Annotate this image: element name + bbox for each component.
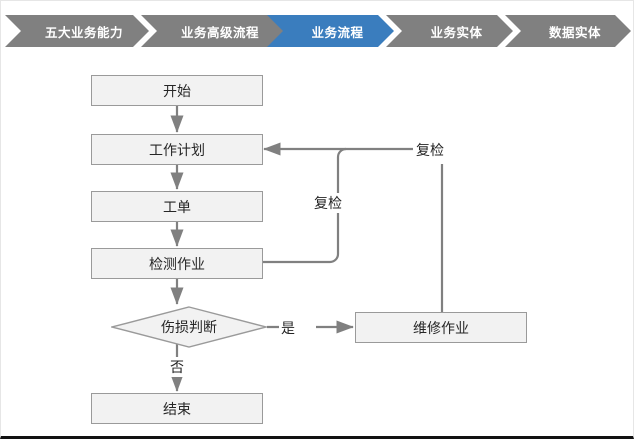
breadcrumb-item-1[interactable]: 五大业务能力 (5, 15, 149, 47)
breadcrumb-item-3[interactable]: 业务流程 (267, 15, 394, 47)
node-label: 伤损判断 (161, 320, 217, 336)
node-work-order[interactable]: 工单 (91, 191, 263, 222)
node-label: 开始 (163, 83, 191, 100)
chevron-shape-icon (386, 15, 513, 47)
breadcrumb-item-5[interactable]: 数据实体 (505, 15, 631, 47)
node-label: 工作计划 (149, 142, 205, 159)
node-inspection-task[interactable]: 检测作业 (91, 248, 263, 279)
node-work-plan[interactable]: 工作计划 (91, 134, 263, 165)
edge-label-recheck-right: 复检 (414, 140, 446, 160)
node-label: 工单 (163, 199, 191, 216)
node-label: 维修作业 (413, 320, 469, 337)
node-label: 检测作业 (149, 256, 205, 273)
chevron-shape-icon (267, 15, 394, 47)
breadcrumb-label: 业务流程 (311, 24, 364, 40)
breadcrumb-label: 五大业务能力 (44, 24, 123, 40)
breadcrumb-label: 数据实体 (548, 24, 601, 40)
edge-label-no: 否 (168, 357, 186, 377)
breadcrumb-item-4[interactable]: 业务实体 (386, 15, 513, 47)
diamond-shape-icon (111, 306, 267, 348)
node-repair-task[interactable]: 维修作业 (355, 312, 527, 343)
edge-label-yes: 是 (279, 318, 297, 338)
node-end[interactable]: 结束 (91, 393, 263, 424)
breadcrumb-item-2[interactable]: 业务高级流程 (141, 15, 285, 47)
breadcrumb-label: 业务实体 (430, 24, 483, 40)
chevron-shape-icon (141, 15, 285, 47)
node-label: 结束 (163, 401, 191, 418)
breadcrumb-label: 业务高级流程 (180, 24, 259, 40)
breadcrumb: 五大业务能力 业务高级流程 业务流程 业务实体 数据实体 (1, 1, 634, 61)
edge-label-recheck-middle: 复检 (312, 193, 344, 213)
chevron-shape-icon (505, 15, 631, 47)
node-damage-decision[interactable]: 伤损判断 (111, 306, 267, 348)
chevron-shape-icon (5, 15, 149, 47)
node-start[interactable]: 开始 (91, 75, 263, 106)
